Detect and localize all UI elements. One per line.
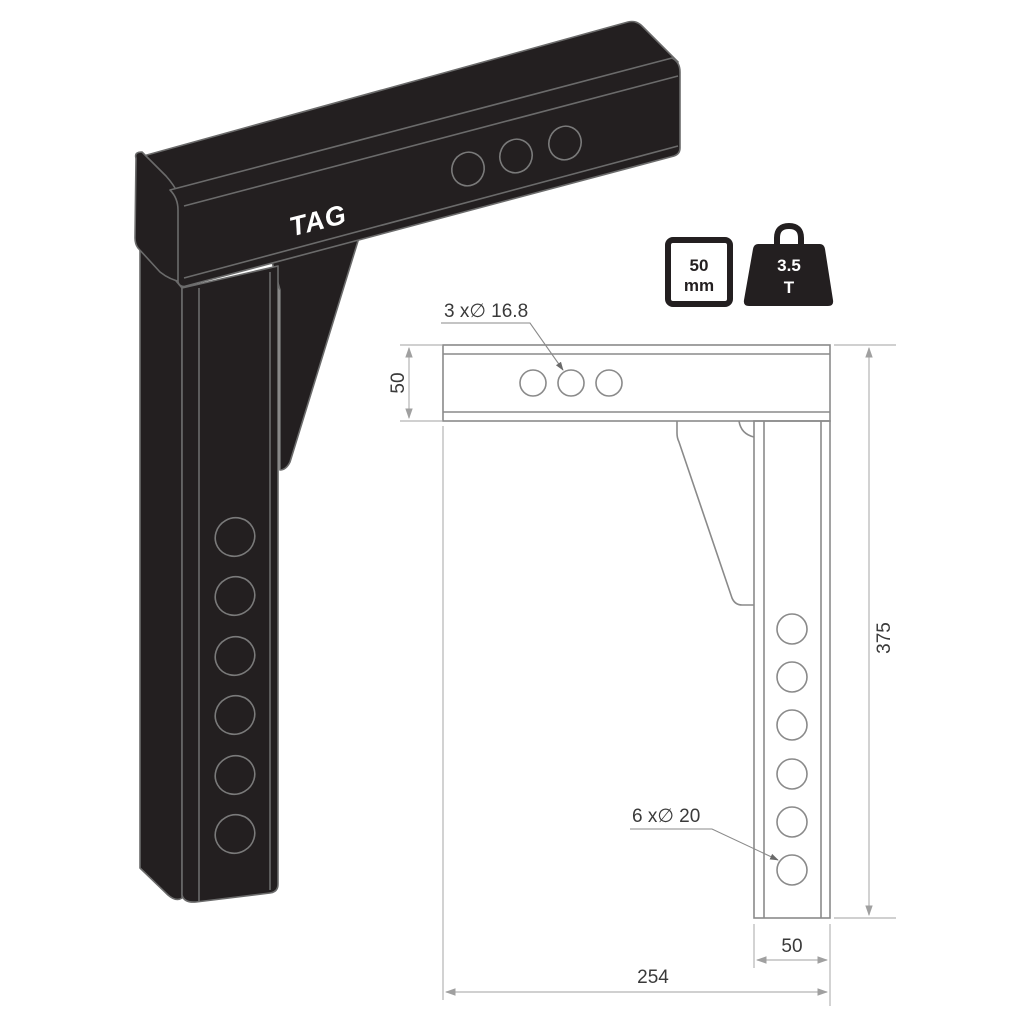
shank-side-face <box>139 237 183 901</box>
product-3d-render: TAG <box>134 20 681 903</box>
top-hole-callout: 3 x∅ 16.8 <box>441 301 564 371</box>
hole-icon <box>499 138 533 174</box>
shank-front-face <box>181 265 279 903</box>
side-hole-callout: 6 x∅ 20 <box>630 806 779 861</box>
hole-icon <box>451 151 485 187</box>
hole-icon <box>776 806 808 838</box>
hole-icon <box>214 754 256 796</box>
tube-front-face <box>169 57 681 288</box>
top-hole-callout-label: 3 x∅ 16.8 <box>444 301 528 322</box>
hole-icon <box>776 613 808 645</box>
tube-edge-line <box>183 75 679 207</box>
dim-total-length: 254 <box>442 426 829 1000</box>
square-receiver-icon <box>665 237 733 307</box>
dim-total-height: 375 <box>834 344 896 919</box>
hole-icon <box>776 661 808 693</box>
capacity-badge: 3.5 T <box>743 222 834 306</box>
hole-icon <box>776 854 808 886</box>
hole-icon <box>214 516 256 558</box>
dim-shank-width-value: 50 <box>781 936 802 957</box>
side-hole-callout-label: 6 x∅ 20 <box>632 806 700 827</box>
capacity-unit: T <box>784 278 795 297</box>
hole-icon <box>557 369 585 397</box>
drawing-weld-fillet <box>738 420 755 438</box>
receiver-size-badge: 50 mm <box>665 237 733 307</box>
hole-icon <box>519 369 547 397</box>
shank-holes <box>214 516 256 855</box>
dim-total-height-value: 375 <box>874 622 895 654</box>
tube-edge-line <box>183 145 679 279</box>
hole-icon <box>214 813 256 855</box>
weight-icon <box>743 222 834 306</box>
receiver-size-unit: mm <box>684 276 714 295</box>
hole-icon <box>214 694 256 736</box>
capacity-value: 3.5 <box>777 256 801 275</box>
drawing-top-tube <box>442 344 831 422</box>
hole-icon <box>595 369 623 397</box>
hole-icon <box>214 635 256 677</box>
dim-top-height: 50 <box>388 344 442 422</box>
dim-shank-width: 50 <box>753 924 831 1006</box>
tube-holes <box>451 125 582 187</box>
hole-icon <box>214 575 256 617</box>
hole-icon <box>548 125 582 161</box>
dim-top-height-value: 50 <box>388 372 409 393</box>
hole-icon <box>776 758 808 790</box>
technical-drawing: 3 x∅ 16.8 6 x∅ 20 50 375 50 <box>388 301 896 1006</box>
hole-icon <box>776 709 808 741</box>
receiver-size-value: 50 <box>690 256 709 275</box>
drawing-gusset <box>676 421 754 606</box>
dim-total-length-value: 254 <box>637 967 669 988</box>
gusset-plate <box>269 227 363 471</box>
drawing-shank <box>753 420 831 919</box>
